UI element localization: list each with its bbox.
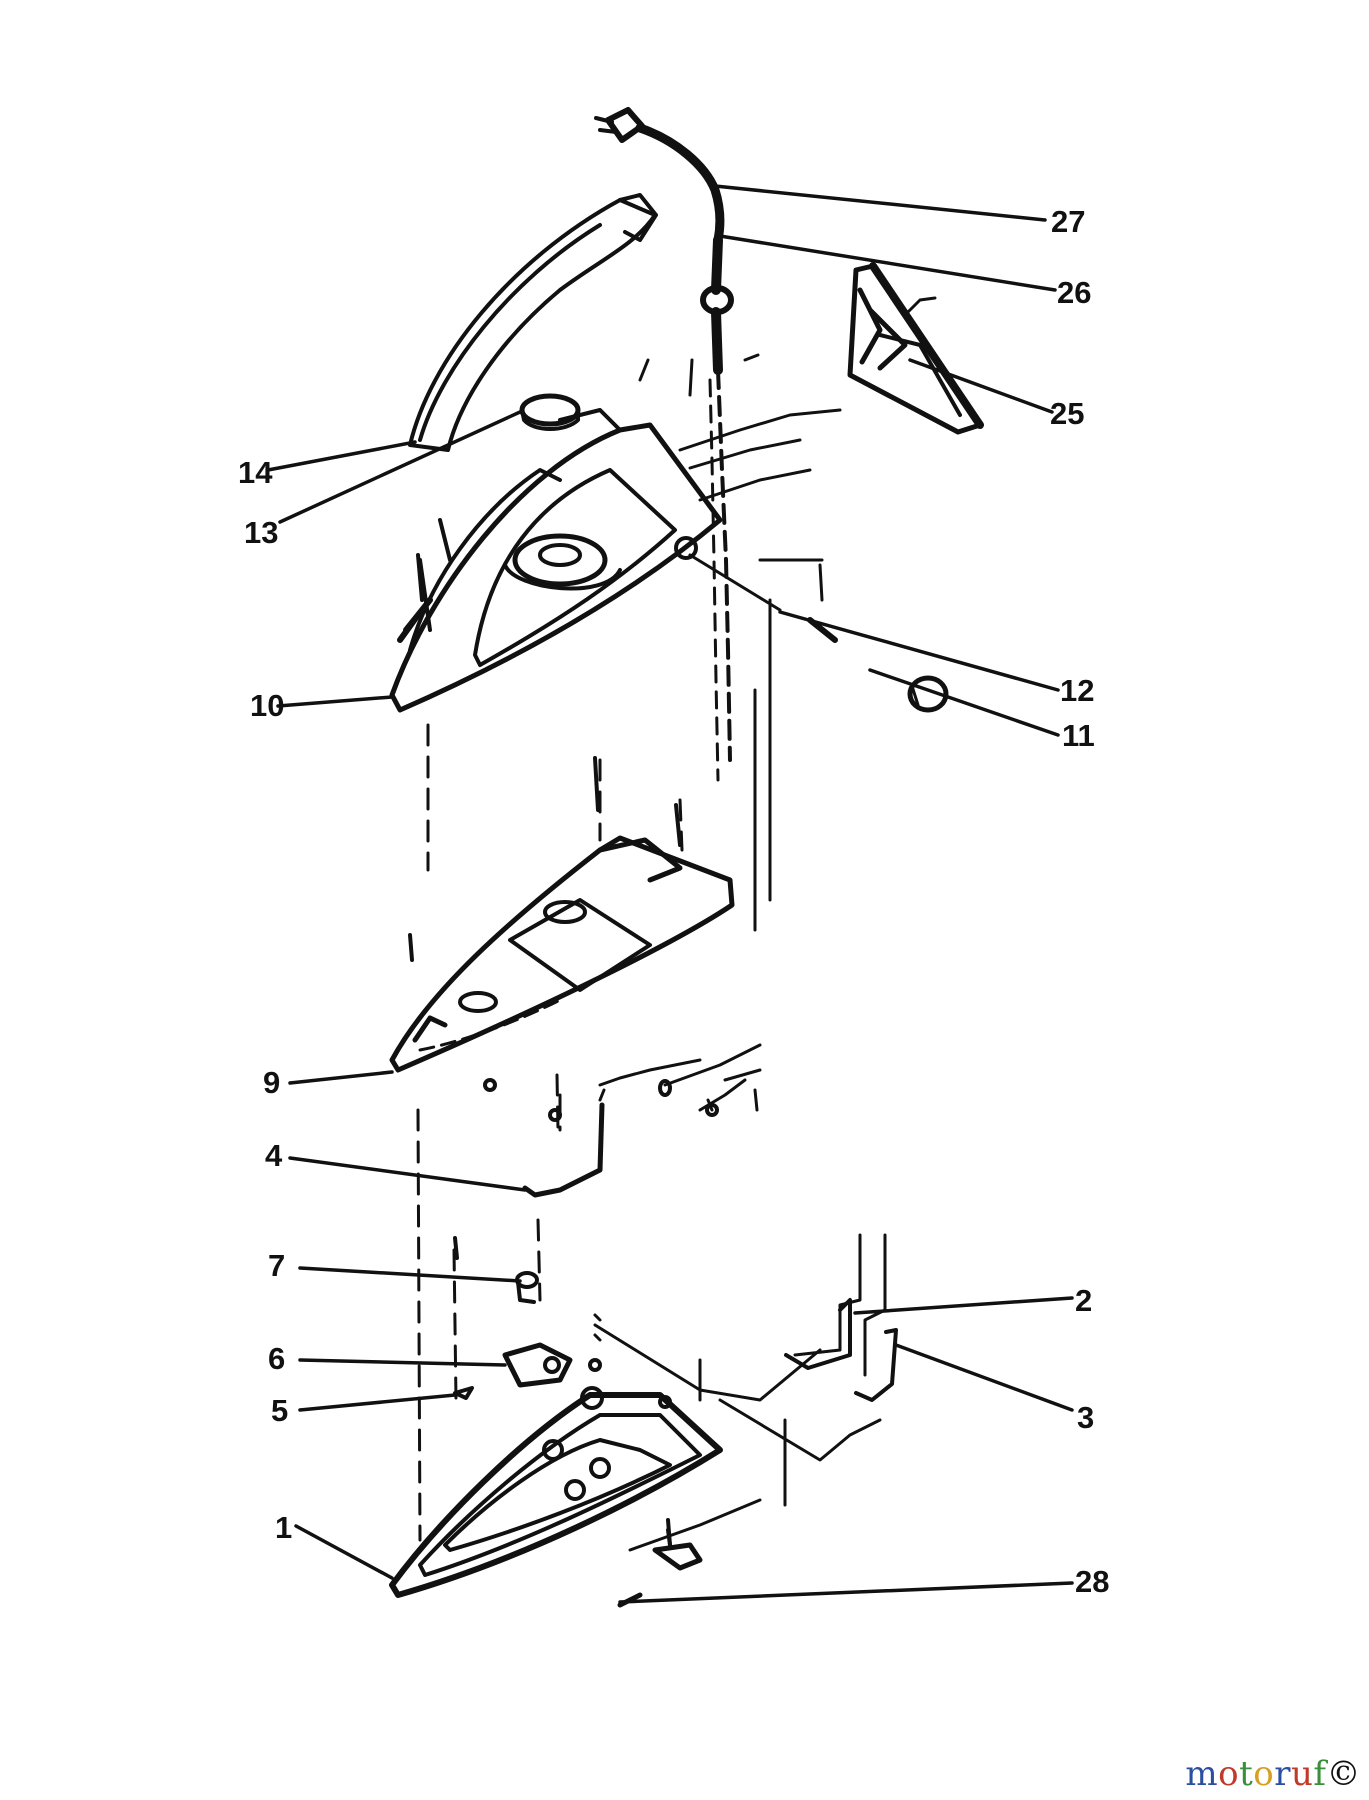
callout-3: 3 [1077, 1400, 1095, 1435]
callout-5: 5 [271, 1393, 289, 1428]
screws [408, 553, 719, 1547]
upper-housing [389, 408, 723, 713]
watermark-letter: t [1239, 1754, 1254, 1794]
callout-2: 2 [1075, 1283, 1093, 1318]
thermostat-parts [453, 1271, 573, 1400]
soleplate [389, 1386, 723, 1598]
callout-10: 10 [250, 688, 285, 723]
callout-4: 4 [265, 1138, 283, 1173]
callout-12: 12 [1060, 673, 1095, 708]
callout-9: 9 [263, 1065, 281, 1100]
bracket [522, 1088, 606, 1198]
handle [408, 193, 658, 452]
watermark-letter: u [1291, 1754, 1314, 1794]
watermark-letter: o [1218, 1754, 1240, 1794]
copyright-icon: © [1326, 1754, 1361, 1794]
motoruf-watermark: motoruf© [1185, 1754, 1361, 1794]
callout-13: 13 [244, 515, 279, 550]
rear-cover [847, 262, 984, 435]
watermark-letter: r [1274, 1754, 1291, 1794]
callout-1: 1 [275, 1510, 293, 1545]
lower-body [389, 835, 735, 1073]
internal-wiring [593, 353, 887, 1552]
callout-25: 25 [1050, 396, 1085, 431]
leader-lines [266, 184, 1074, 1604]
callout-7: 7 [268, 1248, 286, 1283]
callout-26: 26 [1057, 275, 1092, 310]
watermark-letter: m [1185, 1754, 1219, 1794]
filler-cap [519, 393, 581, 431]
callout-6: 6 [268, 1341, 286, 1376]
callout-11: 11 [1062, 718, 1095, 753]
callout-28: 28 [1075, 1564, 1110, 1599]
callout-14: 14 [238, 455, 273, 490]
side-brackets [784, 1298, 898, 1402]
callout-27: 27 [1051, 204, 1086, 239]
watermark-letter: f [1313, 1754, 1327, 1794]
clip [617, 1518, 703, 1608]
watermark-letter: o [1253, 1754, 1275, 1794]
